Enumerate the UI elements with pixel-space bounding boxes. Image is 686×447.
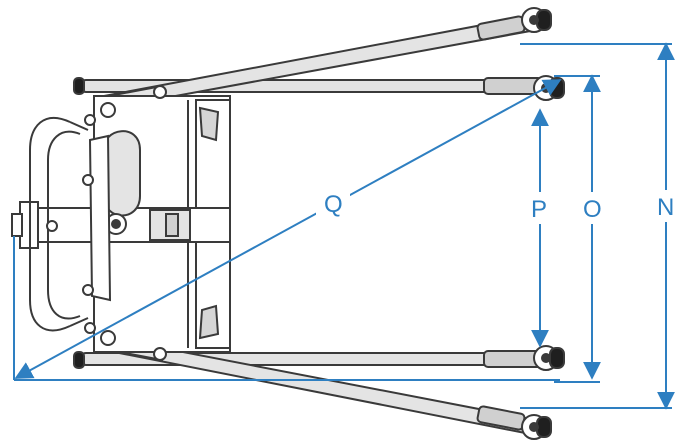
caster-base-bottom bbox=[73, 351, 85, 369]
label-p: P bbox=[531, 196, 547, 223]
dimension-lines bbox=[13, 42, 675, 410]
caster-bottom-inner bbox=[533, 345, 565, 371]
dimension-q-line bbox=[14, 79, 562, 379]
label-o: O bbox=[583, 196, 602, 223]
label-q: Q bbox=[324, 191, 343, 218]
outer-leg-top bbox=[102, 14, 538, 110]
label-n: N bbox=[657, 194, 674, 221]
lift-frame-drawing bbox=[11, 7, 565, 440]
caster-top-outer bbox=[521, 7, 552, 33]
caster-base-top bbox=[73, 77, 85, 95]
caster-bottom-outer bbox=[521, 414, 552, 440]
label-masks bbox=[316, 186, 683, 224]
